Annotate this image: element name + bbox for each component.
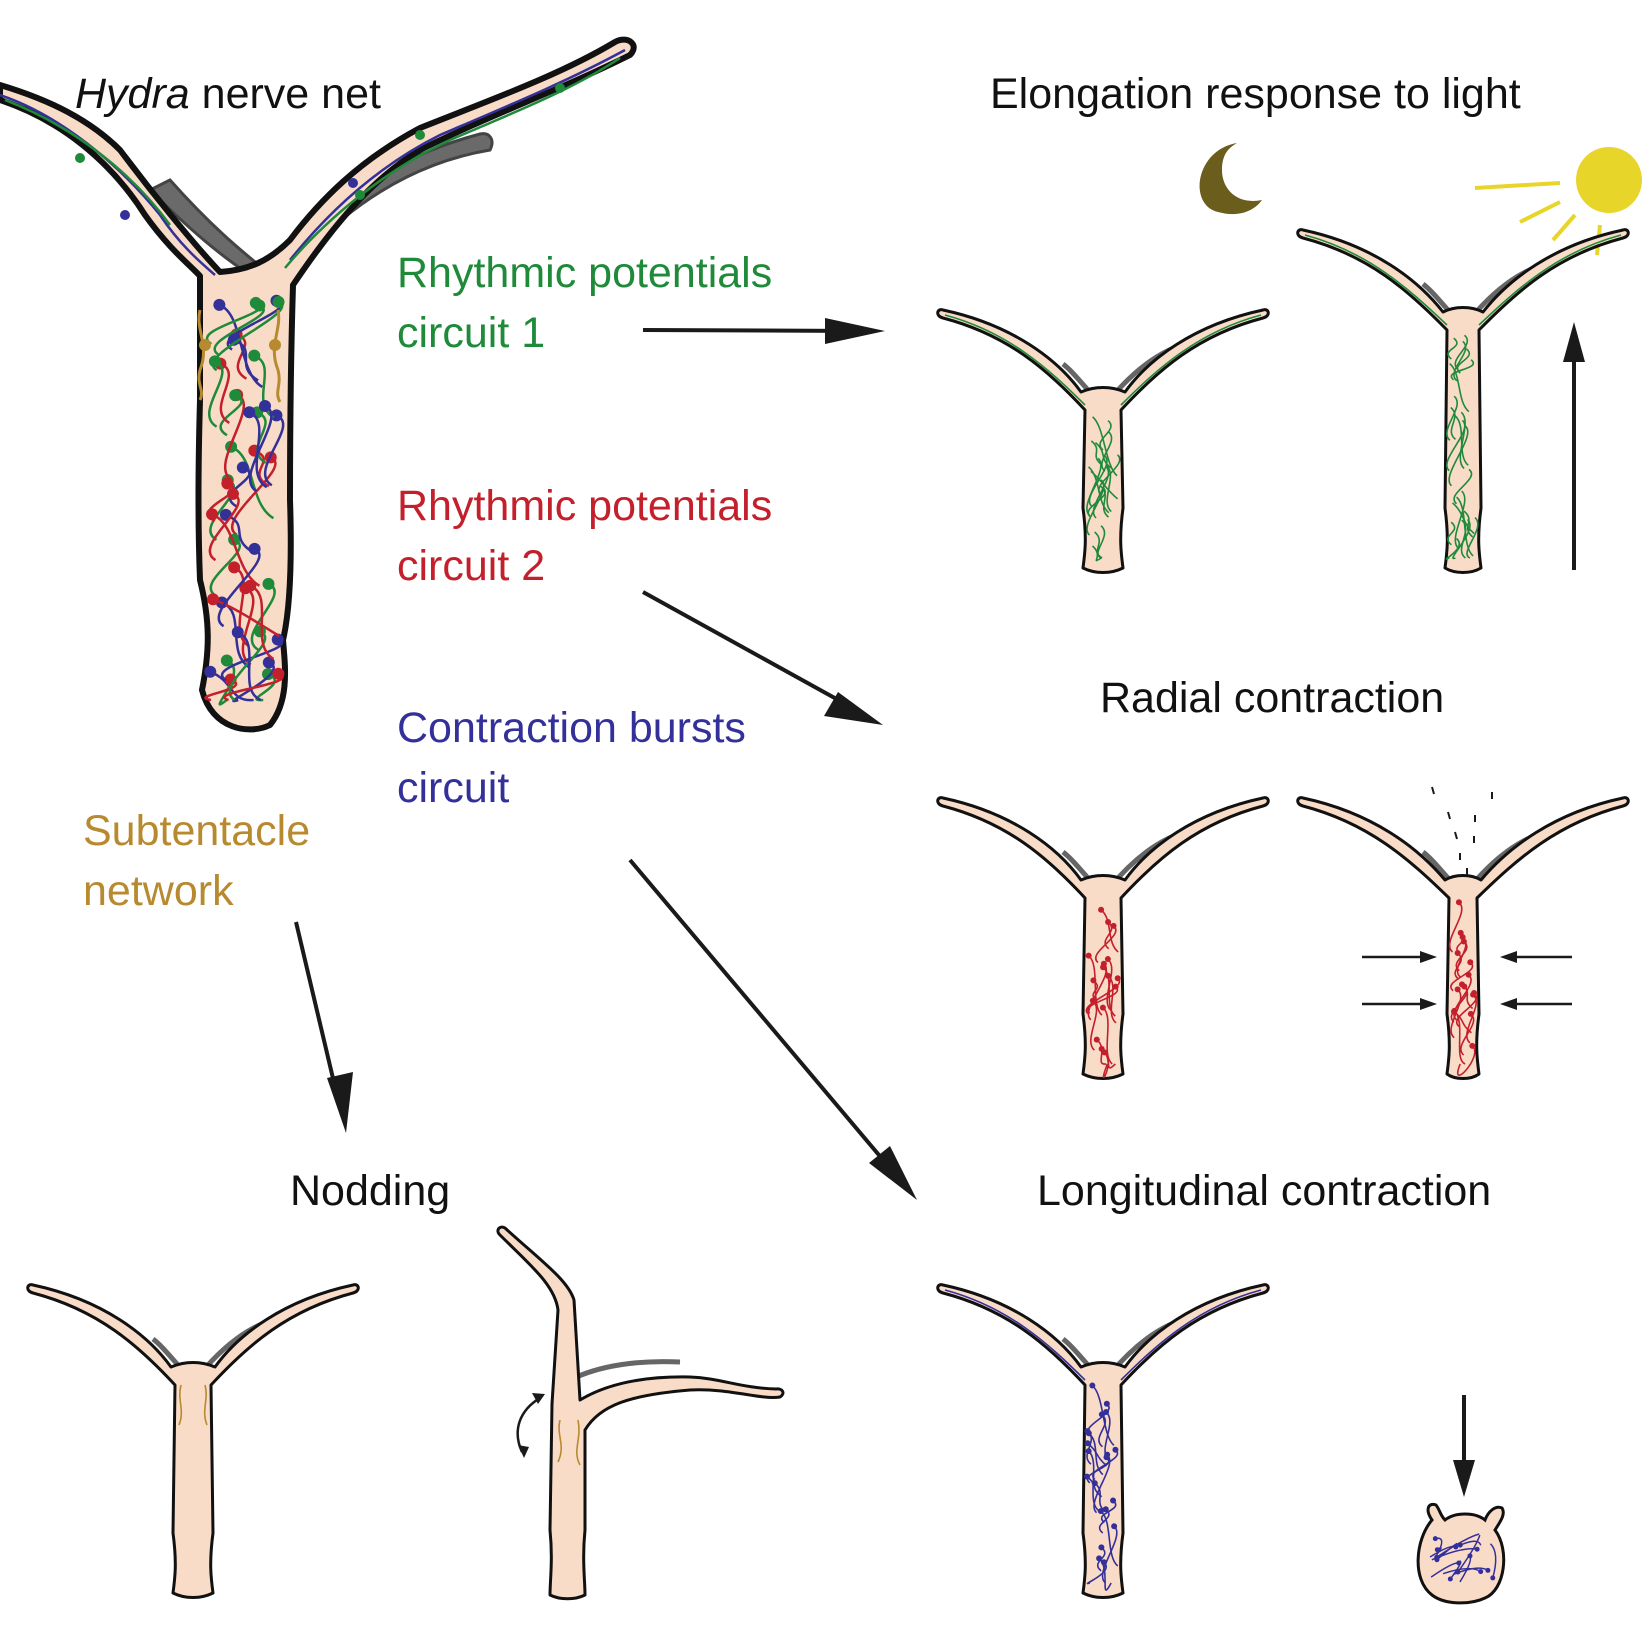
- hydra-contracted-body: [1416, 1502, 1506, 1605]
- circuit1-label: Rhythmic potentials: [397, 249, 772, 297]
- hydra-elongation-light-neurons: [1304, 234, 1622, 560]
- hydra-contracted-neurons: [1429, 1533, 1497, 1583]
- nodding-rotation-arrow: [516, 1393, 545, 1458]
- circuit1-label-2: circuit 1: [397, 309, 545, 357]
- hydra-nodding-bent-subtentacle-neurons: [557, 1419, 581, 1466]
- hydra-radial-rest-neurons: [1085, 906, 1121, 1079]
- subtentacle-label-2: network: [83, 867, 234, 915]
- radial-squeeze-arrows: [1362, 951, 1572, 1010]
- arrow-to-elongation-head: [825, 318, 885, 344]
- hydra-radial-rest-body: [936, 796, 1270, 1080]
- nodding-title: Nodding: [290, 1167, 450, 1215]
- figure-title-rest: nerve net: [190, 70, 381, 118]
- elongation-up-arrow-head: [1563, 322, 1585, 362]
- subtentacle-label: Subtentacle: [83, 807, 310, 855]
- hydra-nodding-rest-subtentacle-neurons: [178, 1384, 208, 1426]
- hydra-elongation-dark: [936, 308, 1270, 574]
- hydra-nerve-net-figure: [0, 36, 637, 733]
- hydra-nodding-bent: [496, 1225, 785, 1601]
- secretion-dots: [1431, 786, 1493, 875]
- longitudinal-title: Longitudinal contraction: [1037, 1167, 1491, 1215]
- circuit2-label-2: circuit 2: [397, 542, 545, 590]
- hydra-longitudinal-rest: [936, 1283, 1270, 1599]
- circuit2-label: Rhythmic potentials: [397, 482, 772, 530]
- flow-arrows: [294, 318, 1585, 1497]
- arrow-to-elongation: [642, 328, 861, 333]
- hydra-longitudinal-rest-body: [936, 1283, 1270, 1599]
- arrow-to-radial-head: [824, 692, 883, 725]
- arrow-to-radial: [642, 590, 861, 714]
- hydra-nodding-rest-body: [26, 1283, 360, 1599]
- longitudinal-down-arrow-head: [1453, 1460, 1475, 1497]
- hydra-radial-contracted-neurons: [1449, 899, 1478, 1076]
- elongation-title: Elongation response to light: [990, 70, 1521, 118]
- arrow-to-longitudinal-head: [869, 1146, 917, 1200]
- arrow-to-longitudinal: [628, 858, 902, 1182]
- bursts-label-2: circuit: [397, 764, 509, 812]
- figure-title-italic: Hydra: [75, 70, 190, 118]
- big-hydra-neurons: [0, 48, 626, 706]
- crescent-moon-icon: [1199, 143, 1262, 215]
- hydra-radial-contracted: [1296, 796, 1630, 1080]
- big-hydra-body: [0, 36, 637, 733]
- hydra-radial-rest: [936, 796, 1270, 1080]
- radial-title: Radial contraction: [1100, 674, 1444, 722]
- bursts-label: Contraction bursts: [397, 704, 746, 752]
- hydra-elongation-light: [1296, 228, 1630, 574]
- arrow-to-nodding-head: [327, 1072, 353, 1133]
- small-hydras: [26, 228, 1630, 1605]
- figure-title: Hydra nerve net: [75, 70, 381, 118]
- hydra-elongation-dark-neurons: [944, 314, 1262, 562]
- hydra-nodding-bent-body: [496, 1225, 785, 1601]
- sun-icon: [1474, 147, 1642, 256]
- hydra-longitudinal-rest-neurons: [944, 1289, 1262, 1591]
- hydra-nodding-rest: [26, 1283, 360, 1599]
- hydra-longitudinal-contracted: [1416, 1502, 1506, 1605]
